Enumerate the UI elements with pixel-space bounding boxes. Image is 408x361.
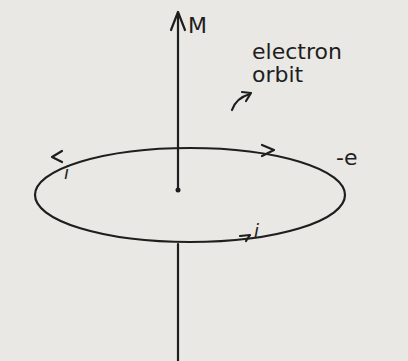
charge-label: -e [336, 146, 357, 169]
orbit-label: electron orbit [252, 40, 352, 86]
leader-line [232, 94, 250, 110]
orbit-arrowhead [262, 145, 274, 156]
leader-arrowhead [242, 92, 251, 101]
moment-label: M [188, 14, 207, 37]
current-arrowhead [240, 235, 250, 241]
axis-below [177, 244, 179, 361]
current-label: i [254, 222, 259, 241]
electron-orbit [35, 148, 345, 242]
current-label: i [64, 164, 69, 183]
current-arrowhead [52, 151, 62, 162]
moment-arrowhead [171, 12, 185, 30]
moment-axis [177, 14, 179, 190]
orbit-center [176, 188, 181, 193]
